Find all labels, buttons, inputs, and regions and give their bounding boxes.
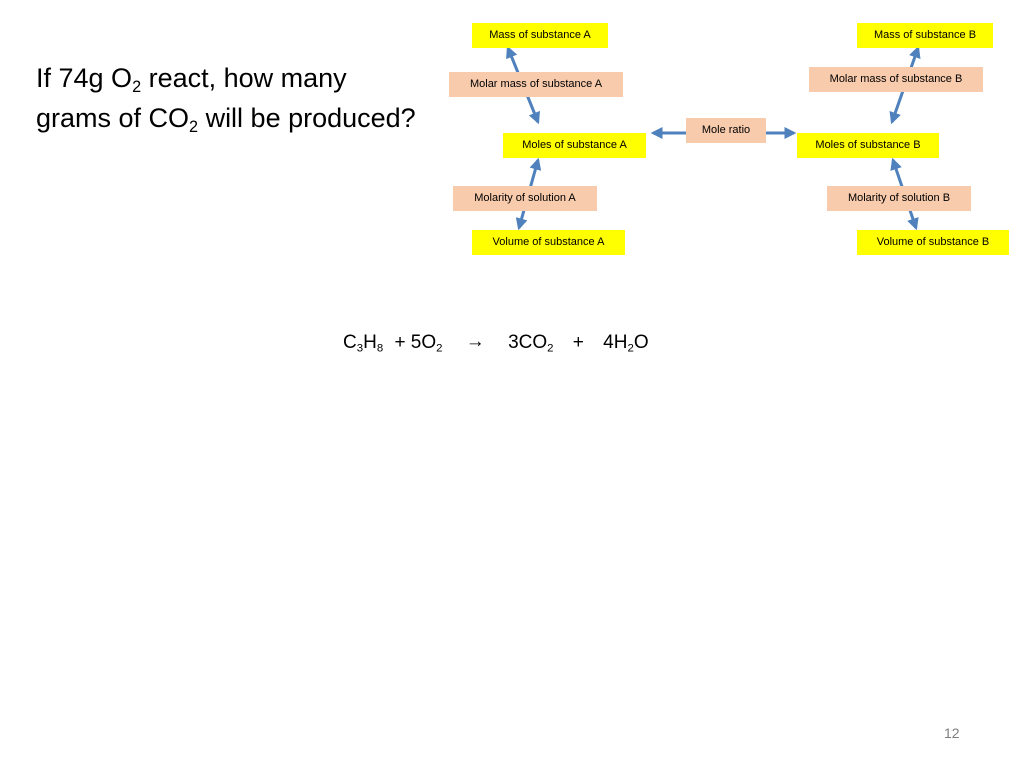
reaction-arrow-icon: → [465,331,485,352]
box-molar-mass-a: Molar mass of substance A [449,72,623,97]
box-molarity-a: Molarity of solution A [453,186,597,211]
eq-subscript: 8 [376,342,384,355]
question-subscript: 2 [189,117,199,136]
chemical-equation: C3H8 + 5O2 → 3CO2 + 4H2O [343,331,649,355]
eq-subscript: 2 [627,342,634,355]
box-volume-b: Volume of substance B [857,230,1009,255]
eq-subscript: 2 [547,342,554,355]
eq-subscript: 3 [356,342,364,355]
box-mass-b: Mass of substance B [857,23,993,48]
question-text: If 74g O2 react, how many grams of CO2 w… [36,58,416,138]
question-part: react, how many grams of CO [36,63,347,133]
question-subscript: 2 [132,77,142,96]
question-part: If 74g O [36,63,133,93]
question-part: will be produced? [198,103,416,133]
eq-term: O [633,332,649,353]
box-molar-mass-b: Molar mass of substance B [809,67,983,92]
box-moles-b: Moles of substance B [797,133,939,158]
eq-term: + [572,332,584,353]
box-mole-ratio: Mole ratio [686,118,766,143]
box-volume-a: Volume of substance A [472,230,625,255]
eq-term: H [363,332,377,353]
eq-term: C [343,332,357,353]
eq-term: + 5O [394,332,437,353]
box-mass-a: Mass of substance A [472,23,608,48]
eq-term: 3CO [508,332,548,353]
page-number: 12 [944,725,960,741]
eq-term: 4H [603,332,628,353]
box-molarity-b: Molarity of solution B [827,186,971,211]
eq-subscript: 2 [436,342,443,355]
box-moles-a: Moles of substance A [503,133,646,158]
